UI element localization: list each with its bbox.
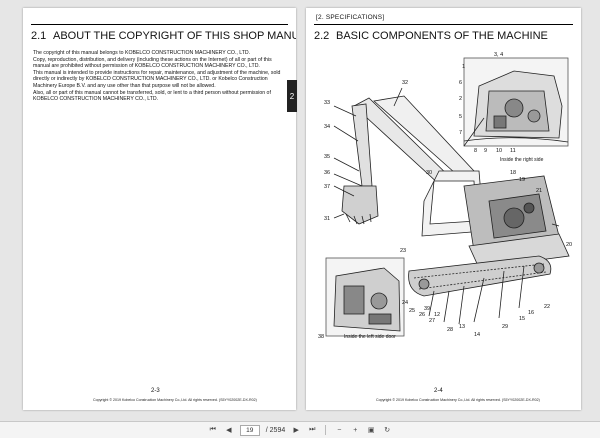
inset-caption: Inside the right side	[500, 157, 544, 163]
callout-label: 20	[566, 242, 572, 248]
callout-label: 23	[400, 248, 406, 254]
rotate-icon[interactable]: ↻	[384, 427, 391, 434]
callout-label: 6	[459, 80, 462, 86]
section-number: 2.2	[314, 30, 330, 42]
section-title: BASIC COMPONENTS OF THE MACHINE	[336, 30, 548, 42]
callout-label: 2	[459, 96, 462, 102]
excavator-diagram: 3, 4 1 6 2 5 7 8 9 10 11 18 19 20 21 22 …	[318, 52, 572, 340]
callout-label: 34	[324, 124, 330, 130]
right-page: [2. SPECIFICATIONS] 2.2 BASIC COMPONENTS …	[306, 8, 581, 410]
header-rule	[31, 24, 288, 25]
page-footer: Copyright © 2019 Kobelco Construction Ma…	[93, 398, 257, 402]
callout-label: 14	[474, 332, 480, 338]
callout-label: 26	[419, 312, 425, 318]
callout-label: 38	[318, 334, 324, 340]
paragraph: Copy, reproduction, distribution, and de…	[33, 56, 272, 70]
fit-page-icon[interactable]: ▣	[367, 427, 375, 434]
callout-label: 19	[519, 177, 525, 183]
page-number: 2-4	[434, 388, 443, 394]
callout-label: 37	[324, 184, 330, 190]
callout-label: 29	[502, 324, 508, 330]
callout-label: 35	[324, 154, 330, 160]
page-number: 2-3	[151, 388, 160, 394]
callout-label: 16	[528, 310, 534, 316]
left-page: 2.1 ABOUT THE COPYRIGHT OF THIS SHOP MANU…	[23, 8, 296, 410]
document-viewport: 2.1 ABOUT THE COPYRIGHT OF THIS SHOP MANU…	[23, 8, 581, 410]
callout-label: 7	[459, 130, 462, 136]
page-number-input[interactable]: 19	[239, 424, 260, 436]
section-number: 2.1	[31, 30, 47, 42]
total-pages: / 2594	[265, 426, 286, 434]
zoom-in-icon[interactable]: +	[353, 426, 358, 434]
page-header: [2. SPECIFICATIONS]	[316, 14, 385, 21]
paragraph: Also, all or part of this manual cannot …	[33, 89, 271, 103]
toolbar-divider	[325, 425, 327, 435]
paragraph: This manual is intended to provide instr…	[33, 69, 281, 89]
section-title: ABOUT THE COPYRIGHT OF THIS SHOP MANUAL	[53, 30, 296, 42]
callout-label: 39	[424, 306, 430, 312]
callout-label: 32	[402, 80, 408, 86]
header-rule	[314, 24, 573, 25]
callout-label: 8	[474, 148, 477, 154]
callout-label: 25	[409, 308, 415, 314]
callout-label: 22	[544, 304, 550, 310]
callout-label: 36	[324, 170, 330, 176]
paragraph: The copyright of this manual belongs to …	[33, 50, 251, 56]
callout-label: 21	[536, 188, 542, 194]
callout-label: 28	[447, 327, 453, 333]
callout-label: 5	[459, 114, 462, 120]
next-page-icon[interactable]: ▶	[293, 427, 299, 434]
viewer-toolbar: ⏮ ◀ 19 / 2594 ▶ ⏭ − + ▣ ↻	[0, 421, 600, 438]
zoom-out-icon[interactable]: −	[337, 426, 342, 434]
callout-label: 18	[510, 170, 516, 176]
callout-label: 33	[324, 100, 330, 106]
callout-label: 15	[519, 316, 525, 322]
page-footer: Copyright © 2019 Kobelco Construction Ma…	[376, 398, 540, 402]
callout-label: 9	[484, 148, 487, 154]
callout-label: 13	[459, 324, 465, 330]
callout-label: 30	[426, 170, 432, 176]
last-page-icon[interactable]: ⏭	[309, 426, 316, 433]
callout-label: 24	[402, 300, 408, 306]
section-heading: 2.1 ABOUT THE COPYRIGHT OF THIS SHOP MANU…	[31, 30, 296, 42]
copyright-text: The copyright of this manual belongs to …	[33, 50, 288, 103]
callout-label: 31	[324, 216, 330, 222]
callout-label: 3, 4	[494, 52, 503, 58]
callout-label: 10	[496, 148, 502, 154]
first-page-icon[interactable]: ⏮	[209, 426, 216, 433]
callout-label: 11	[510, 148, 516, 154]
chapter-tab: 2	[287, 80, 297, 112]
callout-label: 1	[462, 64, 465, 70]
callout-label: 12	[434, 312, 440, 318]
inset-caption: Inside the left side door	[344, 334, 396, 340]
section-heading: 2.2 BASIC COMPONENTS OF THE MACHINE	[314, 30, 548, 42]
callout-label: 27	[429, 318, 435, 324]
previous-page-icon[interactable]: ◀	[226, 427, 232, 434]
